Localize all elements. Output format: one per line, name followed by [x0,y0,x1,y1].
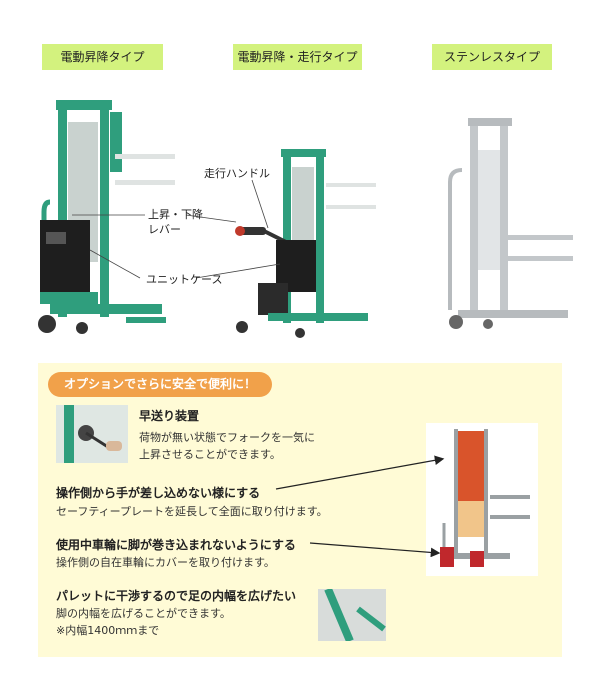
option-2-body: セーフティープレートを延長して全面に取り付けます。 [56,505,328,518]
type-tag-electric-lift: 電動昇降タイプ [42,44,163,70]
option-1-body: 荷物が無い状態でフォークを一気に 上昇させることができます。 [139,431,315,461]
electric-lift-travel-stacker-photo [235,149,376,338]
type-tag-stainless: ステンレスタイプ [432,44,552,70]
electric-lift-stacker-photo [38,100,175,334]
option-arrows [275,455,445,558]
wide-leg-photo [318,589,386,641]
callout-lines [72,179,281,279]
option-4-heading: パレットに干渉するので足の内幅を広げたい [56,589,297,603]
option-3-body: 操作側の自在車輪にカバーを取り付けます。 [56,556,275,569]
option-1-heading: 早送り装置 [139,409,200,423]
type-tag-electric-lift-travel: 電動昇降・走行タイプ [233,44,362,70]
option-2-heading: 操作側から手が差し込めない様にする [56,486,261,500]
unit-case-label: ユニットケース [146,273,223,286]
option-4-body: 脚の内幅を広げることができます。 ※内幅1400ｍｍまで [56,607,231,637]
option-3-heading: 使用中車輪に脚が巻き込まれないようにする [56,538,296,552]
options-title-badge: オプションでさらに安全で便利に！ [48,372,273,397]
lift-lower-lever-label: 上昇・下降 レバー [148,208,203,236]
travel-handle-label: 走行ハンドル [204,167,270,180]
options-panel: オプションでさらに安全で便利に！ 早送り装置 荷物が無い状態でフォークを一気に … [38,363,562,657]
stacker-diagram [426,423,538,576]
rapid-feed-device-photo [56,405,128,463]
stainless-stacker-photo [448,118,573,329]
